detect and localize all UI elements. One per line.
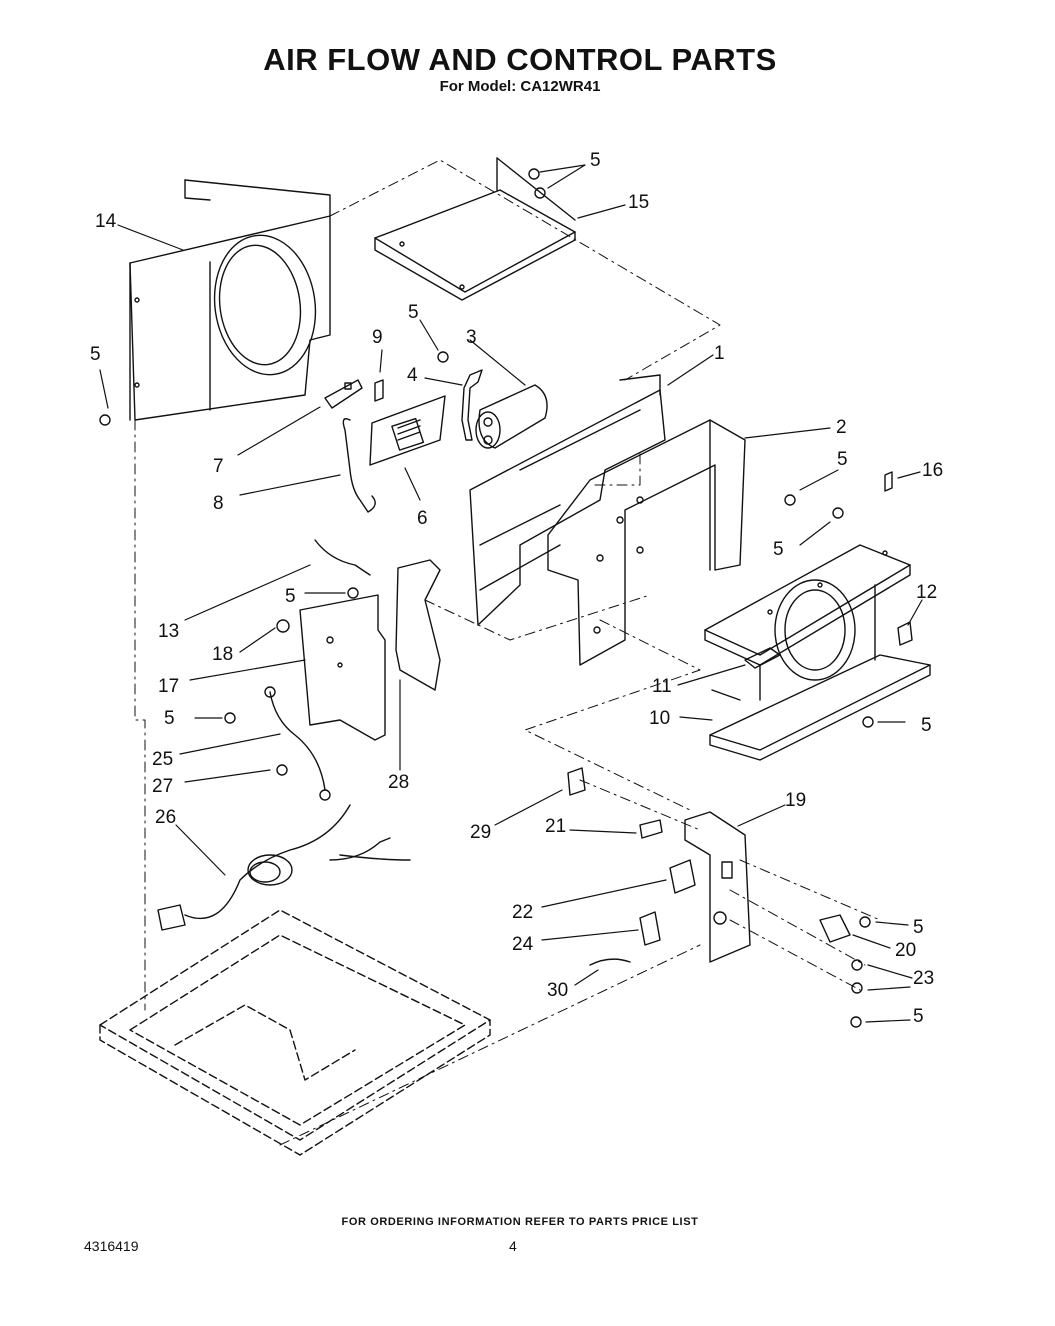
callout-5: 5: [837, 449, 848, 470]
callout-5: 5: [773, 539, 784, 560]
part-8-rod[interactable]: [342, 418, 376, 513]
part-1-partition-panel[interactable]: [469, 374, 666, 626]
callout-24: 24: [512, 934, 534, 955]
callout-29: 29: [470, 822, 491, 843]
callout-28: 28: [388, 772, 409, 793]
part-7-bracket[interactable]: [324, 379, 363, 409]
part-24-switch[interactable]: [639, 911, 661, 946]
callout-5: 5: [164, 708, 175, 729]
part-26-power-cord[interactable]: [157, 804, 411, 931]
part-6-control-plate[interactable]: [369, 395, 446, 466]
screws: [99, 168, 874, 1028]
part-12-clip[interactable]: [897, 621, 913, 646]
callout-15: 15: [628, 192, 649, 213]
page-number: 4: [509, 1238, 517, 1254]
part-14-air-baffle[interactable]: [129, 179, 331, 421]
callout-1: 1: [714, 343, 725, 364]
document-number: 4316419: [84, 1238, 139, 1254]
part-4-capacitor-strap[interactable]: [461, 369, 483, 441]
part-11-bracket[interactable]: [744, 647, 781, 669]
part-18-grommet[interactable]: [276, 619, 290, 633]
callout-18: 18: [212, 644, 233, 665]
part-17-control-box[interactable]: [299, 594, 386, 741]
part-19-control-bracket[interactable]: [684, 811, 751, 963]
callout-5: 5: [285, 586, 296, 607]
callout-23: 23: [913, 968, 934, 989]
part-2-bulkhead[interactable]: [547, 419, 746, 666]
part-9-clip[interactable]: [374, 379, 384, 402]
model-subtitle: For Model: CA12WR41: [439, 78, 601, 95]
callout-5: 5: [913, 917, 924, 938]
part-15-top-bracket[interactable]: [374, 157, 576, 301]
callout-5: 5: [408, 302, 419, 323]
part-30-wire[interactable]: [589, 958, 631, 966]
callout-9: 9: [372, 327, 383, 348]
callout-3: 3: [466, 327, 477, 348]
callout-17: 17: [158, 676, 179, 697]
part-3-capacitor[interactable]: [475, 384, 548, 449]
callout-5: 5: [921, 715, 932, 736]
callout-6: 6: [417, 508, 428, 529]
part-10-bottom-rail[interactable]: [709, 654, 931, 761]
callout-11: 11: [652, 676, 672, 697]
callout-26: 26: [155, 807, 176, 828]
part-16-screw[interactable]: [884, 471, 893, 492]
part-fan-housing[interactable]: [704, 544, 911, 701]
part-29-clip[interactable]: [567, 767, 586, 796]
part-25-wire[interactable]: [264, 686, 331, 801]
page-title: AIR FLOW AND CONTROL PARTS: [263, 42, 777, 77]
callout-20: 20: [895, 940, 916, 961]
callout-7: 7: [213, 456, 224, 477]
callout-5: 5: [590, 150, 601, 171]
callout-13: 13: [158, 621, 179, 642]
callout-10: 10: [649, 708, 670, 729]
callout-19: 19: [785, 790, 806, 811]
callout-4: 4: [407, 365, 418, 386]
part-20-knob[interactable]: [819, 914, 851, 943]
ordering-note: FOR ORDERING INFORMATION REFER TO PARTS …: [341, 1216, 699, 1228]
callout-22: 22: [512, 902, 533, 923]
part-28-cover[interactable]: [395, 559, 441, 691]
part-22-switch[interactable]: [669, 859, 696, 894]
part-13-wire[interactable]: [314, 539, 371, 576]
callout-25: 25: [152, 749, 173, 770]
callout-leaders: [99, 164, 923, 1023]
callout-5: 5: [90, 344, 101, 365]
callout-5: 5: [913, 1006, 924, 1027]
callout-27: 27: [152, 776, 173, 797]
callout-labels: 5 15 14 5 9 5 3 4 1 2 7 8 6 5 16 5 13 5 …: [90, 150, 943, 1027]
callout-12: 12: [916, 582, 937, 603]
callout-21: 21: [545, 816, 566, 837]
callout-8: 8: [213, 493, 224, 514]
callout-14: 14: [95, 211, 117, 232]
part-21-bracket[interactable]: [639, 819, 663, 839]
base-pan[interactable]: [99, 909, 491, 1156]
callout-2: 2: [836, 417, 847, 438]
callout-30: 30: [547, 980, 568, 1001]
callout-16: 16: [922, 460, 943, 481]
